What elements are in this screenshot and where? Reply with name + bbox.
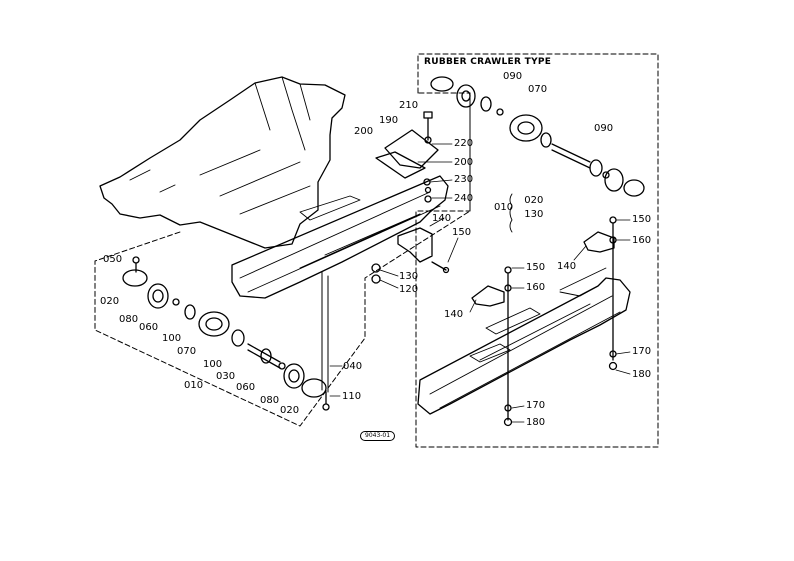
crawler-track-frame xyxy=(417,277,631,415)
ref-group-parent: 010 xyxy=(494,202,514,213)
part-label-140: 140 xyxy=(557,261,577,272)
crawler-bracket-lower xyxy=(471,285,505,307)
part-label-190: 190 xyxy=(379,115,399,126)
ref-group-010: 010 020 130 xyxy=(494,196,543,220)
bracket-140 xyxy=(397,227,433,263)
part-label-090: 090 xyxy=(594,123,614,134)
part-label-080: 080 xyxy=(119,314,139,325)
part-label-100: 100 xyxy=(203,359,223,370)
part-label-140: 140 xyxy=(444,309,464,320)
figure-id: 9043-01 xyxy=(360,431,396,441)
part-label-210: 210 xyxy=(399,100,419,111)
crawler-bracket-upper xyxy=(583,231,615,253)
part-label-170: 170 xyxy=(632,346,652,357)
part-label-050: 050 xyxy=(103,254,123,265)
section-title: RUBBER CRAWLER TYPE xyxy=(424,57,552,67)
part-label-150: 150 xyxy=(526,262,546,273)
part-label-090: 090 xyxy=(503,71,523,82)
part-label-070: 070 xyxy=(177,346,197,357)
part-label-160: 160 xyxy=(632,235,652,246)
rubber-crawler-boundary xyxy=(415,53,659,448)
part-label-230: 230 xyxy=(454,174,474,185)
part-label-070: 070 xyxy=(528,84,548,95)
part-label-240: 240 xyxy=(454,193,474,204)
idler-assembly-left xyxy=(122,256,330,411)
part-label-110: 110 xyxy=(342,391,362,402)
part-label-180: 180 xyxy=(526,417,546,428)
part-label-060: 060 xyxy=(139,322,159,333)
part-label-130: 130 xyxy=(399,271,419,282)
part-label-150: 150 xyxy=(452,227,472,238)
part-label-080: 080 xyxy=(260,395,280,406)
part-label-120: 120 xyxy=(399,284,419,295)
part-label-150: 150 xyxy=(632,214,652,225)
ref-group-children: 020 130 xyxy=(524,196,543,220)
part-label-020: 020 xyxy=(280,405,300,416)
mounting-plate xyxy=(375,129,439,179)
frame-assembly-boundary xyxy=(94,92,471,427)
track-frame xyxy=(231,175,449,299)
part-label-040: 040 xyxy=(343,361,363,372)
part-label-160: 160 xyxy=(526,282,546,293)
part-label-010: 010 xyxy=(184,380,204,391)
part-label-180: 180 xyxy=(632,369,652,380)
main-frame-outline xyxy=(99,76,346,249)
part-label-060: 060 xyxy=(236,382,256,393)
ref-group-child: 020 xyxy=(524,195,544,206)
idler-assembly-right xyxy=(430,76,645,197)
part-label-030: 030 xyxy=(216,371,236,382)
part-label-170: 170 xyxy=(526,400,546,411)
part-label-220: 220 xyxy=(454,138,474,149)
part-label-200: 200 xyxy=(454,157,474,168)
part-label-100: 100 xyxy=(162,333,182,344)
part-label-200: 200 xyxy=(354,126,374,137)
part-label-140: 140 xyxy=(432,213,452,224)
ref-group-child: 130 xyxy=(524,209,544,220)
part-label-020: 020 xyxy=(100,296,120,307)
